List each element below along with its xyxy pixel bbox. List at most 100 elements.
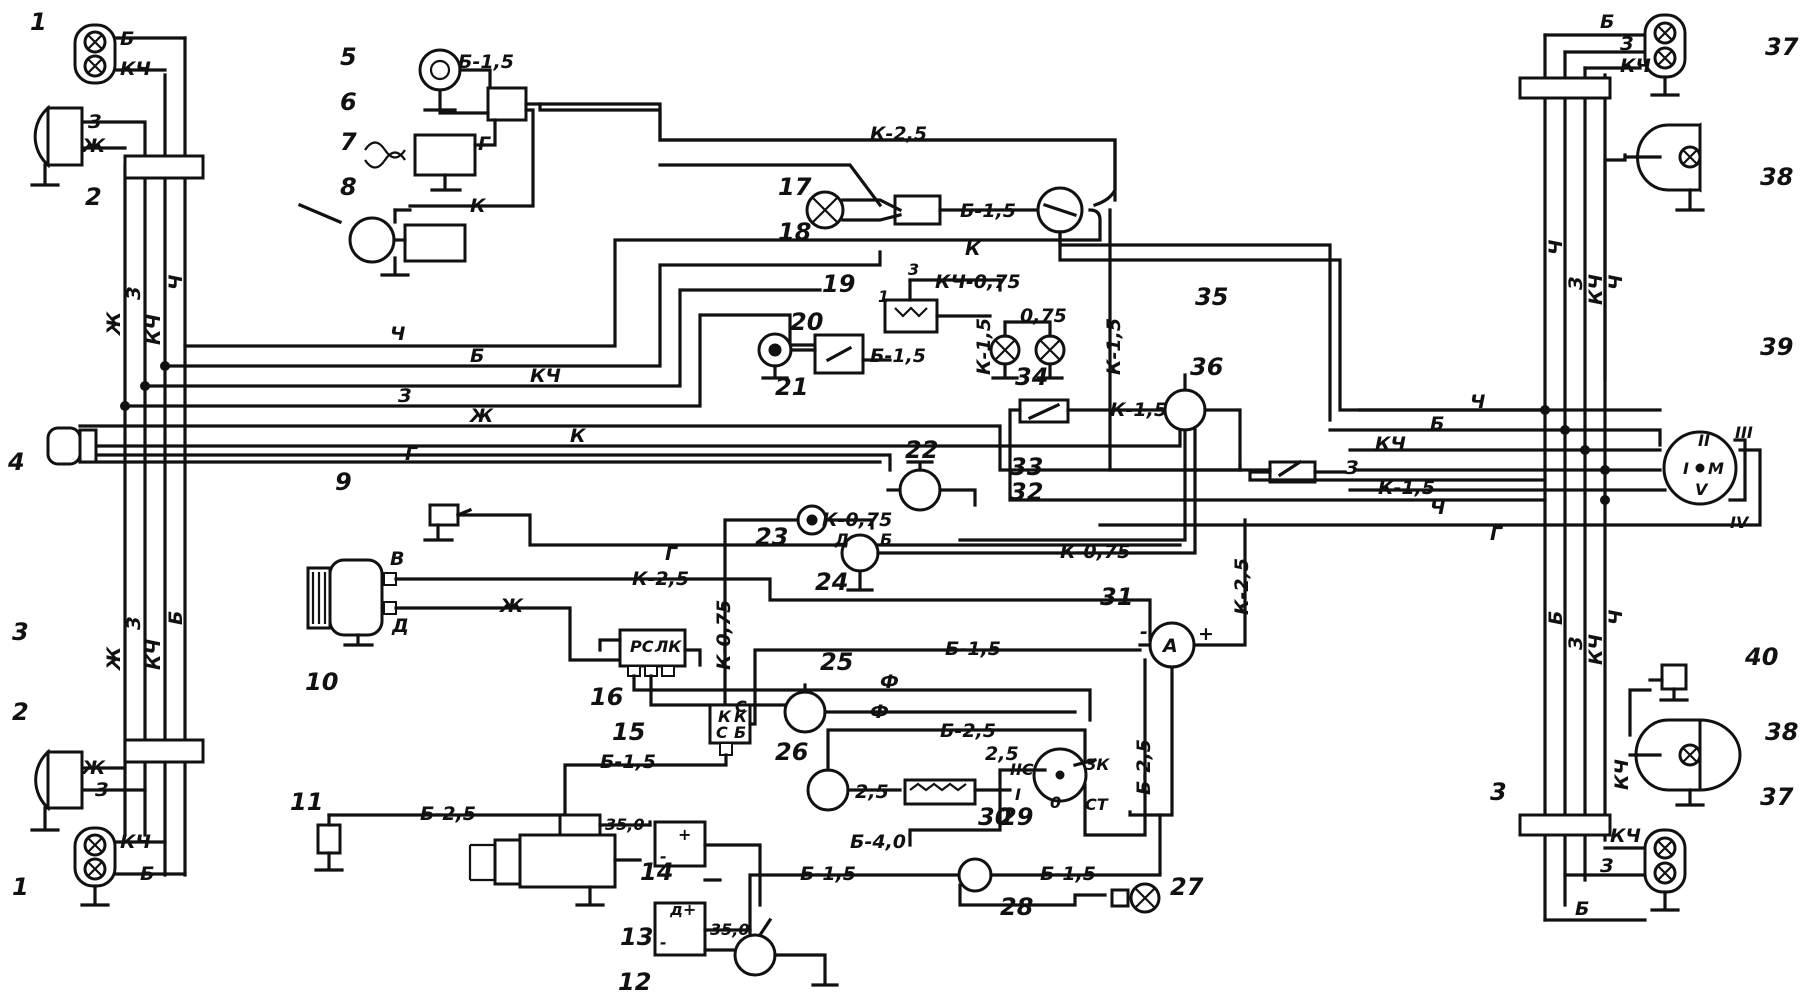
term-ii-39: II xyxy=(1698,431,1710,450)
term-lk: ЛК xyxy=(654,637,682,656)
lbl-b15-15: Б-1,5 xyxy=(600,751,656,773)
term-i-39: I xyxy=(1683,459,1689,478)
right-components xyxy=(1623,13,1742,912)
num-34: 34 xyxy=(1015,363,1048,391)
lbl-z-rv3: З xyxy=(1565,637,1587,652)
lbl-b-bus: Б xyxy=(470,345,484,367)
term-b-15: Б xyxy=(734,723,746,742)
lbl-z-37t: З xyxy=(1619,33,1634,55)
num-18: 18 xyxy=(778,218,811,246)
lbl-kch-37b: КЧ xyxy=(1610,825,1641,847)
num-24: 24 xyxy=(815,568,848,596)
lbl-kch-rv1: КЧ xyxy=(1585,274,1607,305)
lbl-ch-r2: Ч xyxy=(1430,497,1445,519)
lbl-k-bus: К xyxy=(570,425,587,447)
lbl-z-1: З xyxy=(87,111,102,133)
lbl-k-8: К xyxy=(470,195,487,217)
lbl-k15-v: К-1,5 xyxy=(973,318,995,375)
lbl-z-v1: З xyxy=(123,287,145,302)
num-39: 39 xyxy=(1760,333,1793,361)
term-minus-13b: - xyxy=(660,933,667,952)
num-27: 27 xyxy=(1170,873,1204,901)
lbl-b25-v: Б-2,5 xyxy=(1133,739,1155,795)
term-plus-31: + xyxy=(1198,623,1214,645)
lbl-k15-r: К-1,5 xyxy=(1378,477,1435,499)
num-37-bottom: 37 xyxy=(1760,783,1794,811)
lbl-b15-20: Б-1,5 xyxy=(870,345,926,367)
lbl-b15-31: Б-1,5 xyxy=(945,638,1001,660)
lbl-v25-30: 2,5 xyxy=(985,743,1019,765)
lbl-kch-2: КЧ xyxy=(120,831,151,853)
lbl-f-1: Ф xyxy=(880,671,899,693)
lbl-zh-2: Ж xyxy=(80,757,106,779)
num-31: 31 xyxy=(1100,583,1133,611)
num-32: 32 xyxy=(1010,478,1043,506)
num-10: 10 xyxy=(305,668,338,696)
lbl-ch-bus: Ч xyxy=(390,323,405,345)
term-st-30: СТ xyxy=(1085,795,1109,814)
lbl-b-v2: Б xyxy=(165,611,187,625)
lbl-g-r: Г xyxy=(1490,523,1503,545)
right-center xyxy=(958,208,1547,647)
num-16: 16 xyxy=(590,683,623,711)
term-3-19: 3 xyxy=(908,260,919,279)
num-3-left: 3 xyxy=(12,618,29,646)
lower-center xyxy=(306,428,1197,847)
lbl-k15-36: К-1,5 xyxy=(1110,399,1167,421)
lbl-v350-14: 35,0 xyxy=(605,815,644,834)
terminal-labels: В Д Д Б A + - РС ЛК К К С С Б 1 3 II III… xyxy=(390,260,1753,952)
term-rs: РС xyxy=(630,637,654,656)
term-k-15a: К xyxy=(718,707,732,726)
lbl-b15-28r: Б-1,5 xyxy=(1040,863,1096,885)
left-harness xyxy=(80,36,205,877)
term-iii-39: III xyxy=(1735,423,1753,442)
num-13: 13 xyxy=(620,923,653,951)
lbl-k25-top: К-2,5 xyxy=(870,123,927,145)
lbl-z-v2: З xyxy=(123,617,145,632)
lbl-zh-gen: Ж xyxy=(498,595,524,617)
lbl-b-r: Б xyxy=(1430,413,1444,435)
lbl-z-rv1: З xyxy=(1565,277,1587,292)
lbl-b25-11: Б-2,5 xyxy=(420,803,476,825)
num-3-right: 3 xyxy=(1490,778,1507,806)
lbl-b40: Б-4,0 xyxy=(850,831,906,853)
num-2-top: 2 xyxy=(85,183,102,211)
right-harness xyxy=(1098,33,1762,922)
lbl-b15-18: Б-1,5 xyxy=(960,200,1016,222)
lbl-g-7: Г xyxy=(478,133,491,155)
term-d-gen: Д xyxy=(391,615,409,637)
lbl-b-37t: Б xyxy=(1600,11,1614,33)
num-37-top: 37 xyxy=(1765,33,1799,61)
lbl-kch-r: КЧ xyxy=(1375,433,1406,455)
term-v-gen: В xyxy=(390,548,404,570)
num-30: 30 xyxy=(978,803,1011,831)
num-7: 7 xyxy=(340,128,357,156)
num-33: 33 xyxy=(1010,453,1043,481)
lbl-ch-rv3: Ч xyxy=(1605,610,1627,625)
lbl-k075-r: К-0,75 xyxy=(1060,541,1130,563)
num-19: 19 xyxy=(822,270,855,298)
num-26: 26 xyxy=(775,738,808,766)
num-38-top: 38 xyxy=(1760,163,1793,191)
lbl-zh-bus: Ж xyxy=(468,405,494,427)
term-plus-13: + xyxy=(678,825,691,844)
lbl-k15-v2: К-1,5 xyxy=(1103,318,1125,375)
term-minus-31: - xyxy=(1140,621,1148,643)
num-35: 35 xyxy=(1195,283,1228,311)
lbl-ch-rv1: Ч xyxy=(1545,240,1567,255)
num-9: 9 xyxy=(335,468,352,496)
lbl-zh-v1: Ж xyxy=(103,311,125,337)
term-b-24: Б xyxy=(880,530,892,549)
num-21: 21 xyxy=(775,373,808,401)
lbl-v075: 0,75 xyxy=(1020,305,1067,327)
lbl-z-r: З xyxy=(1344,457,1359,479)
num-22: 22 xyxy=(905,436,938,464)
lbl-k075-v: К-0,75 xyxy=(713,600,735,670)
term-m-39: М xyxy=(1708,459,1724,478)
num-1-bottom: 1 xyxy=(12,873,29,901)
num-25: 25 xyxy=(820,648,853,676)
lbl-b-2: Б xyxy=(140,863,154,885)
lbl-zh-1: Ж xyxy=(80,135,106,157)
lbl-ch-r: Ч xyxy=(1470,391,1485,413)
num-15: 15 xyxy=(612,718,645,746)
